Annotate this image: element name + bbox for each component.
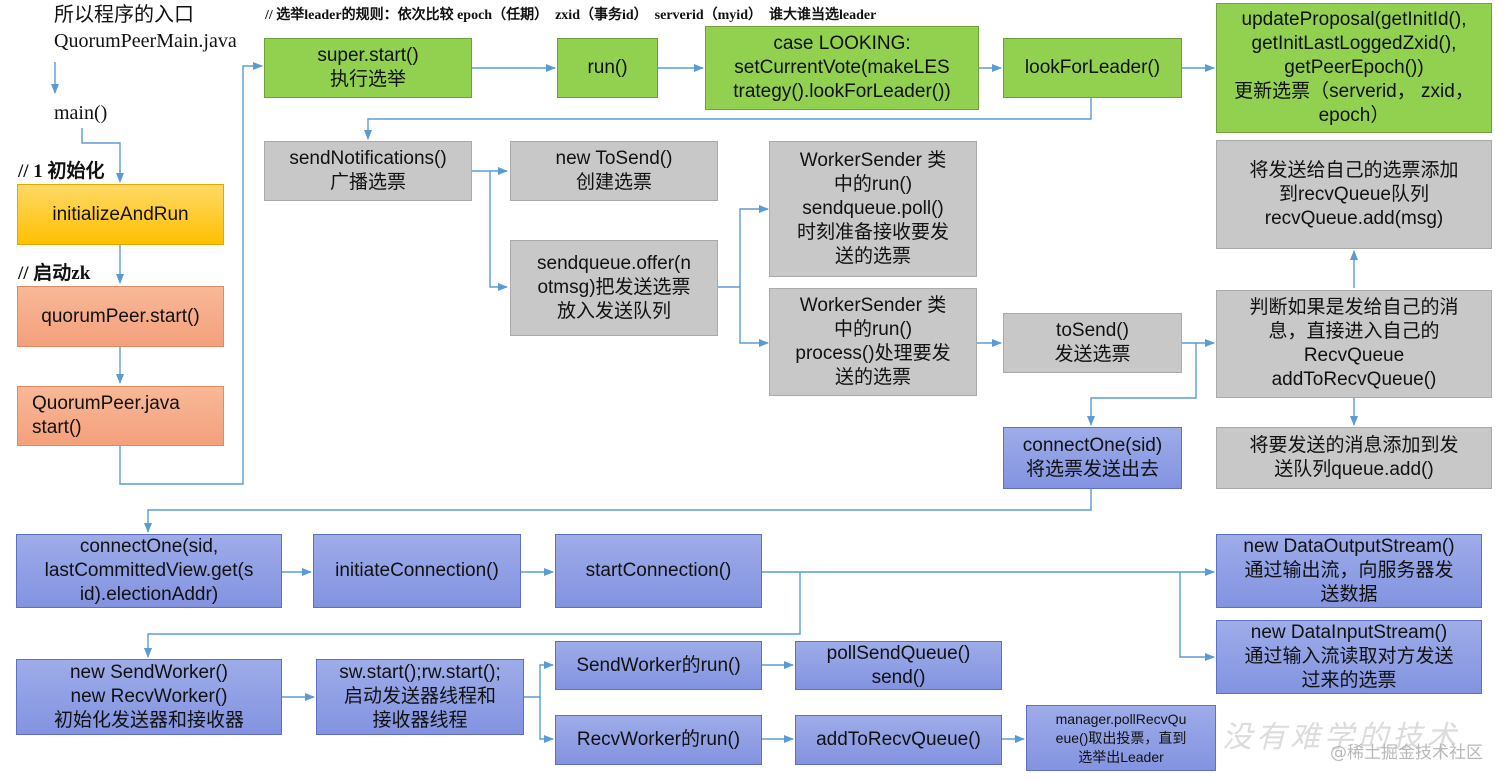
poll-send-queue-box: pollSendQueue() send() [795,641,1002,690]
new-tosend-box: new ToSend() 创建选票 [510,141,718,201]
edge-offer-process [739,287,769,347]
edge-main-init [81,128,124,183]
manager-poll-recv-queue-box: manager.pollRecvQu eue()取出投票，直到 选举出Leade… [1026,705,1216,771]
quorum-peer-start-box: quorumPeer.start() [17,286,224,347]
edge-start-input [1179,572,1215,661]
edge-tosend-connectone [1087,343,1197,426]
recv-worker-run-box: RecvWorker的run() [555,715,762,765]
data-output-stream-box: new DataOutputStream() 通过输出流，向服务器发 送数据 [1216,534,1482,608]
edge-swstart-sendworker [524,661,554,698]
quorum-peer-java-box: QuorumPeer.java start() [17,386,224,446]
edge-lfl-send [364,98,1092,140]
worker-sender-process-box: WorkerSender 类 中的run() process()处理要发 送的选… [769,288,977,396]
connect-one-view-box: connectOne(sid, lastCommittedView.get(s … [16,534,282,608]
edge-offer-poll [718,205,769,288]
initiate-connection-box: initiateConnection() [313,534,521,608]
worker-sender-poll-box: WorkerSender 类 中的run() sendqueue.poll() … [769,141,977,277]
connect-one-sid-box: connectOne(sid) 将选票发送出去 [1003,427,1182,489]
add-to-recv-queue-box: addToRecvQueue() [795,715,1002,765]
sendqueue-offer-box: sendqueue.offer(n otmsg)把发送选票 放入发送队列 [510,240,718,336]
source-credit: @稀土掘金技术社区 [1330,743,1483,763]
election-rule-comment: // 选举leader的规则：依次比较 epoch（任期） zxid（事务id）… [265,8,877,23]
new-workers-box: new SendWorker() new RecvWorker() 初始化发送器… [16,659,282,735]
tosend-box: toSend() 发送选票 [1003,313,1182,373]
edge-swstart-recvworker [539,697,554,743]
watermark: 没有难学的技术 [1222,720,1460,755]
data-input-stream-box: new DataInputStream() 通过输入流读取对方发送 过来的选票 [1216,620,1482,694]
recv-queue-add-box: 将发送给自己的选票添加 到recvQueue队列 recvQueue.add(m… [1216,140,1492,249]
send-notifications-box: sendNotifications() 广播选票 [264,141,472,201]
start-connection-box: startConnection() [555,534,762,608]
start-zk-comment: // 启动zk [18,263,91,284]
super-start-box: super.start() 执行选举 [264,38,472,98]
entry-note: 所以程序的入口 QuorumPeerMain.java [54,4,237,52]
initialize-and-run-box: initializeAndRun [17,184,224,245]
update-proposal-box: updateProposal(getInitId(), getInitLastL… [1216,3,1492,133]
look-for-leader-box: lookForLeader() [1003,38,1182,98]
judge-self-box: 判断如果是发给自己的消 息，直接进入自己的 RecvQueue addToRec… [1216,290,1492,398]
case-looking-box: case LOOKING: setCurrentVote(makeLES tra… [705,26,979,110]
sw-rw-start-box: sw.start();rw.start(); 启动发送器线程和 接收器线程 [316,659,524,735]
main-label: main() [54,102,108,124]
edge-send-offer [489,171,508,291]
queue-add-box: 将要发送的消息添加到发 送队列queue.add() [1216,427,1492,489]
run-box: run() [557,38,658,98]
edge-java-super [119,62,263,485]
edge-start-workers [144,572,801,658]
edge-connectone-view [144,489,1092,533]
init-comment: // 1 初始化 [18,161,105,182]
send-worker-run-box: SendWorker的run() [555,641,762,690]
